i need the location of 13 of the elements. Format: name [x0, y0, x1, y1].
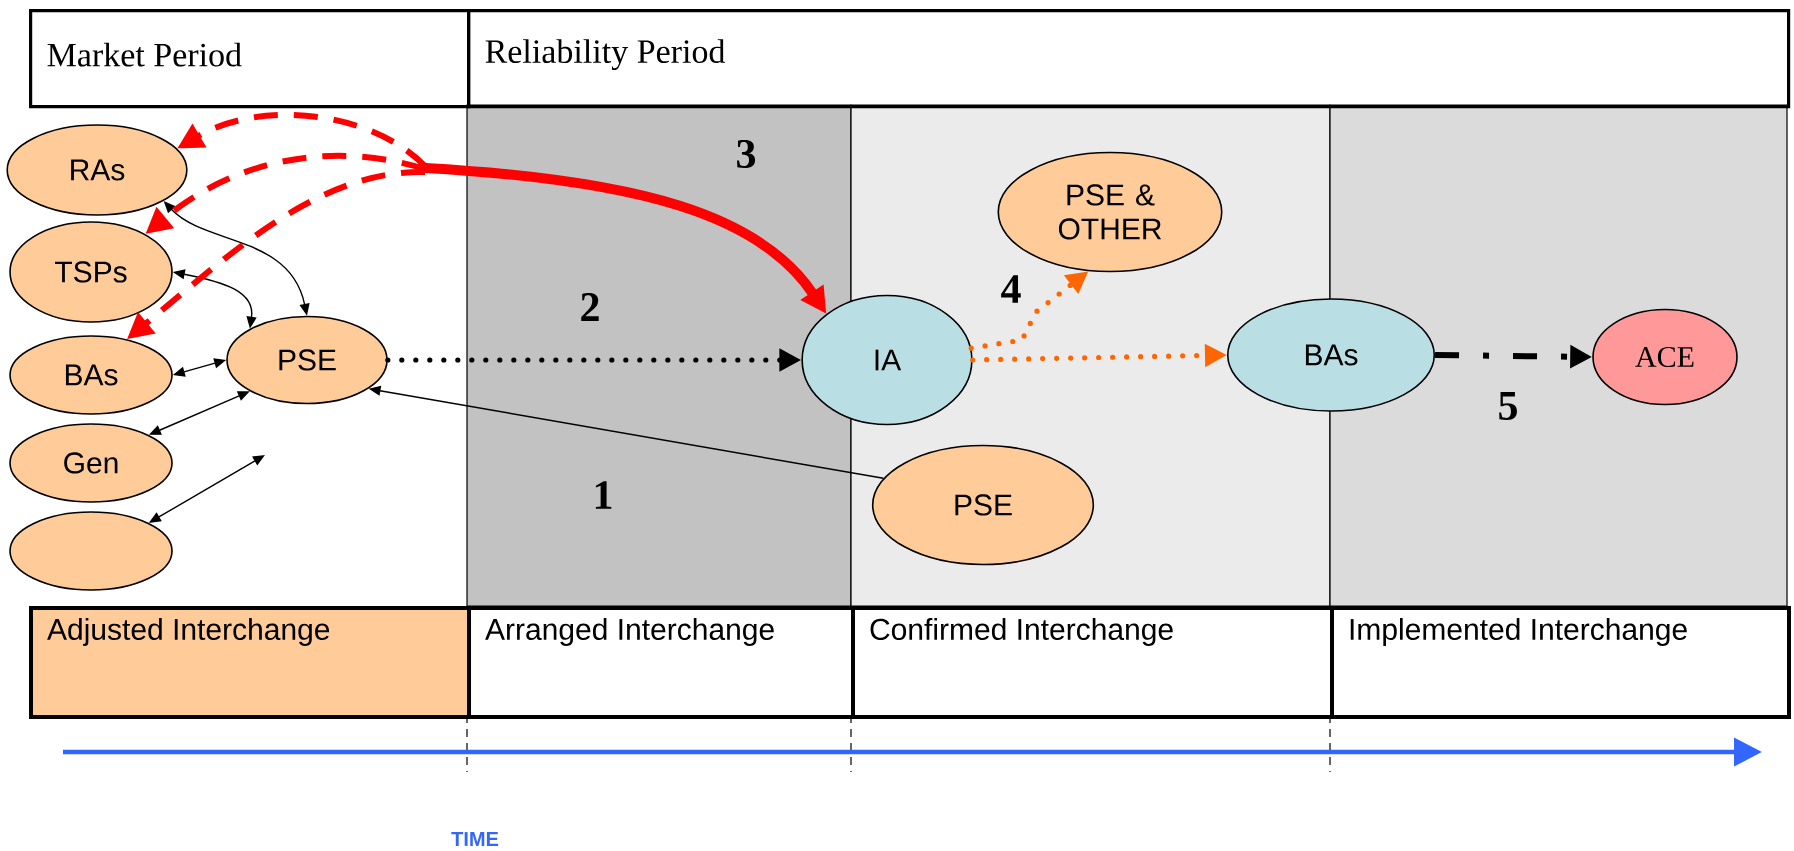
step-number: 4: [1001, 275, 1021, 303]
entity-ellipse: [9, 511, 173, 591]
period-header-box: Reliability Period: [467, 9, 1791, 109]
period-header-box: Market Period: [29, 9, 471, 109]
interchange-box: Arranged Interchange: [467, 606, 855, 719]
interchange-box: Confirmed Interchange: [851, 606, 1334, 719]
step-number: 2: [581, 293, 599, 321]
axis-label: TIME: [451, 832, 499, 846]
step-number: 3: [737, 139, 756, 169]
interchange-box: Adjusted Interchange: [29, 606, 471, 719]
step-number: 5: [1499, 392, 1517, 420]
step-number: 1: [595, 481, 612, 509]
interchange-box: Implemented Interchange: [1330, 606, 1791, 719]
